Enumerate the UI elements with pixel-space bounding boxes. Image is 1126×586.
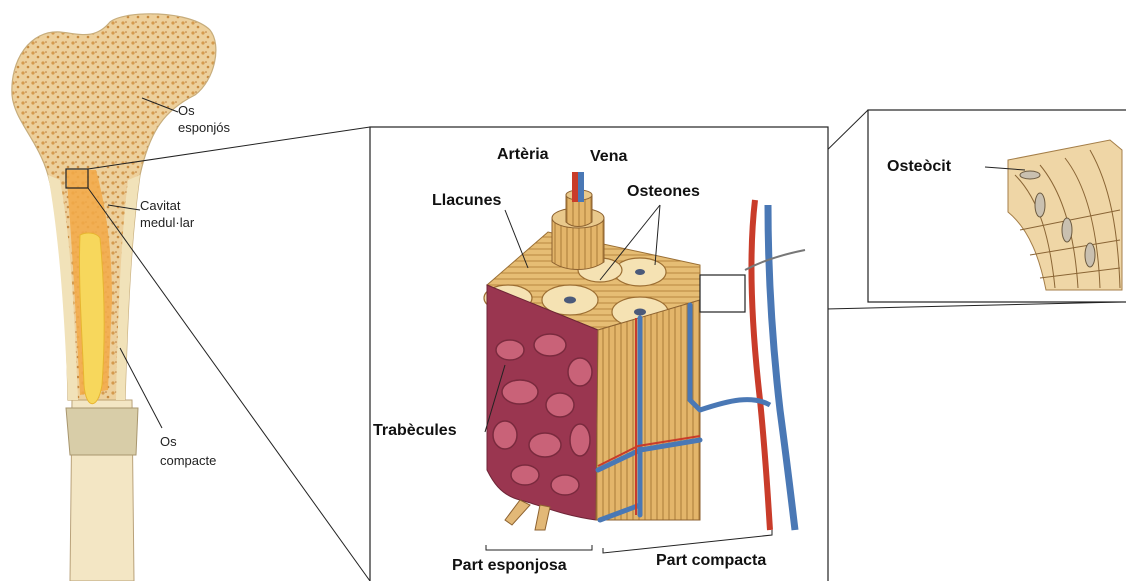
label-part-compacta: Part compacta: [656, 551, 766, 570]
compact-face: [596, 300, 700, 520]
label-os-esponjos-line2: esponjós: [178, 120, 230, 136]
label-os-compacte-line1: Os: [160, 434, 177, 450]
label-os-esponjos-line1: Os: [178, 103, 195, 119]
label-vena: Vena: [590, 147, 627, 166]
label-part-esponjosa: Part esponjosa: [452, 556, 567, 575]
femur-illustration: [12, 14, 216, 581]
label-cavitat-line1: Cavitat: [140, 198, 180, 214]
label-llacunes: Llacunes: [432, 191, 501, 210]
vessel-vein-top: [578, 172, 584, 202]
label-os-compacte-line2: compacte: [160, 453, 216, 469]
label-osteocit: Osteòcit: [887, 157, 951, 176]
label-osteones: Osteones: [627, 182, 700, 201]
label-trabecules: Trabècules: [373, 421, 457, 440]
femur-head: [12, 14, 216, 400]
femur-cut-band: [66, 408, 138, 455]
vessel-artery-top: [572, 172, 578, 202]
label-cavitat-line2: medul·lar: [140, 215, 194, 231]
label-arteria: Artèria: [497, 145, 549, 164]
